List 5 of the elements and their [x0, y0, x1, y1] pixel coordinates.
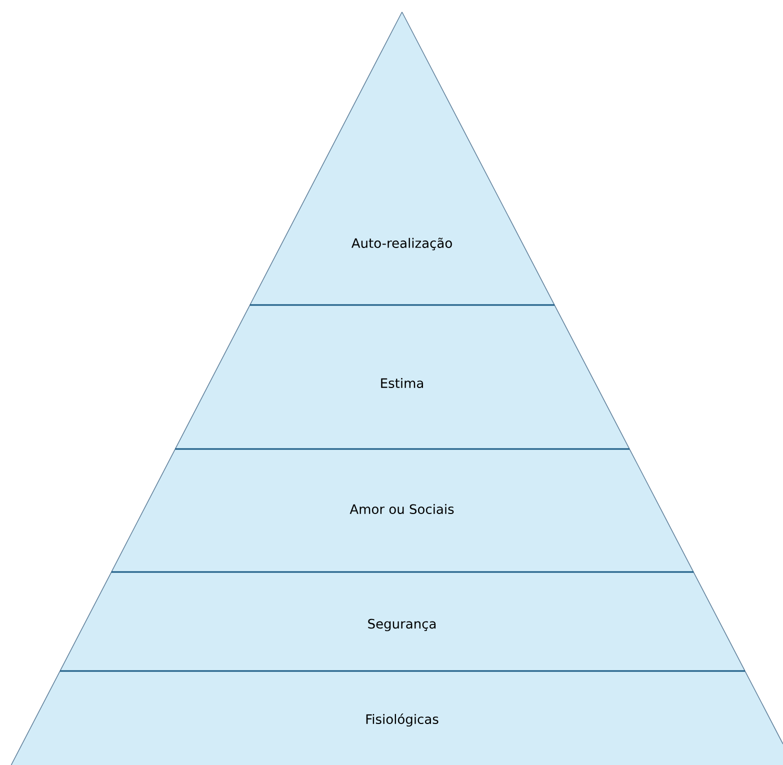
pyramid-level: Amor ou Sociais [111, 448, 694, 572]
pyramid-level: Segurança [60, 572, 746, 672]
pyramid-level: Estima [174, 304, 630, 450]
pyramid-level: Auto-realização [250, 12, 555, 306]
pyramid-level: Fisiológicas [10, 670, 783, 765]
